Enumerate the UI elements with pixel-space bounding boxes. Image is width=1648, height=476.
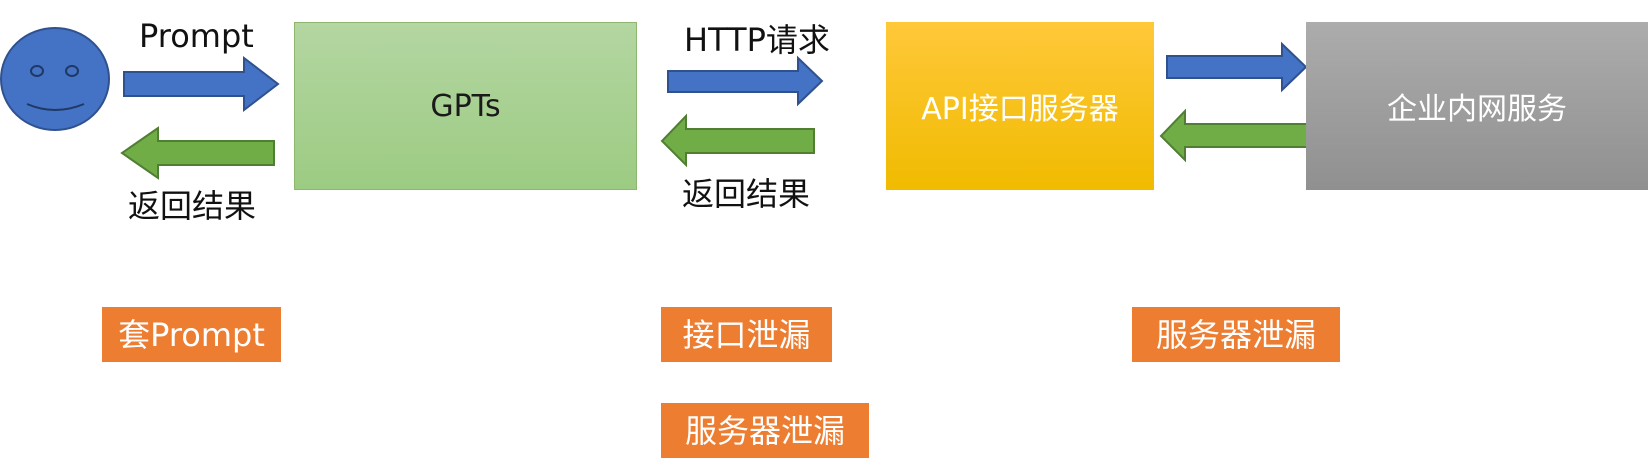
api-to-intranet-arrow <box>1166 41 1308 93</box>
risk-tag-server-leak-right: 服务器泄漏 <box>1132 307 1340 362</box>
user-smiley-icon <box>0 27 110 131</box>
gpts-label: GPTs <box>430 88 501 124</box>
gpts-box: GPTs <box>294 22 637 190</box>
risk-tag-prompt: 套Prompt <box>102 307 281 362</box>
left-eye <box>30 65 44 77</box>
return-label-middle: 返回结果 <box>682 175 811 213</box>
return-arrow-left <box>120 126 275 180</box>
http-request-arrow <box>667 55 824 107</box>
api-server-label: API接口服务器 <box>921 92 1119 127</box>
return-arrow-middle <box>660 113 815 168</box>
intranet-to-api-arrow <box>1159 108 1313 163</box>
intranet-label: 企业内网服务 <box>1387 92 1567 127</box>
prompt-label: Prompt <box>139 17 254 55</box>
right-eye <box>65 65 79 77</box>
prompt-arrow <box>123 55 280 113</box>
smile <box>26 103 85 111</box>
face-circle <box>0 27 110 131</box>
http-request-label: HTTP请求 <box>684 21 830 59</box>
risk-tag-server-leak-middle: 服务器泄漏 <box>661 403 869 458</box>
api-server-box: API接口服务器 <box>886 22 1154 190</box>
return-label-left: 返回结果 <box>128 187 257 225</box>
intranet-box: 企业内网服务 <box>1306 22 1648 190</box>
risk-tag-interface-leak: 接口泄漏 <box>661 307 832 362</box>
